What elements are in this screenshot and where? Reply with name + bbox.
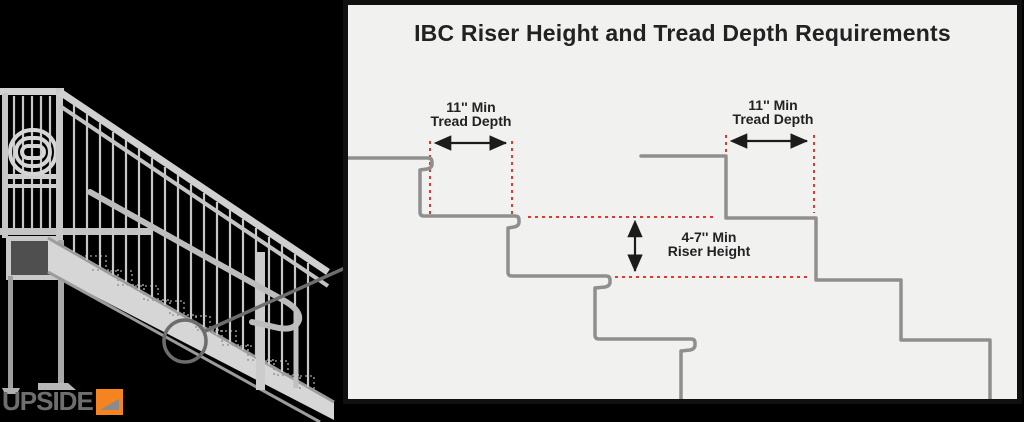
tread-depth-label-left: 11'' Min Tread Depth: [431, 100, 512, 128]
panel-title: IBC Riser Height and Tread Depth Require…: [414, 20, 951, 46]
magnifier-circle: [162, 318, 208, 364]
riser-height-label-line1: 4-7'' Min: [681, 229, 737, 245]
upside-logo-mark: [95, 389, 123, 415]
stairs-photo: [0, 88, 345, 422]
tread-depth-label-right-line1: 11'' Min: [748, 97, 798, 113]
landing-guardrail: [0, 88, 64, 240]
stair-foot: [38, 383, 76, 390]
requirements-panel: IBC Riser Height and Tread Depth Require…: [343, 0, 1022, 404]
tread-depth-label-right: 11'' Min Tread Depth: [733, 98, 814, 126]
tread-depth-label-left-line2: Tread Depth: [430, 113, 512, 129]
tread-depth-guides-left: [429, 141, 513, 215]
riser-height-label-line2: Riser Height: [667, 243, 751, 259]
upside-logo-text: UPSIDE: [2, 386, 94, 416]
stair-profile-diagram: [348, 133, 992, 399]
tread-depth-label-right-line2: Tread Depth: [732, 111, 814, 127]
tread-depth-label-left-line1: 11'' Min: [446, 99, 496, 115]
upside-logo: UPSIDE: [2, 387, 123, 415]
riser-height-guides: [528, 216, 809, 278]
riser-height-label: 4-7'' Min Riser Height: [668, 230, 750, 258]
panel-content: IBC Riser Height and Tread Depth Require…: [348, 5, 1017, 399]
handrail-loop: [87, 189, 303, 388]
callout-line: [202, 266, 345, 334]
left-stair-profile: [348, 156, 697, 399]
tread-depth-guides-right: [725, 135, 815, 213]
logo-ramp-wedge: [99, 399, 119, 410]
perforated-steps-pattern: [80, 255, 315, 391]
right-stair-profile: [639, 154, 992, 399]
